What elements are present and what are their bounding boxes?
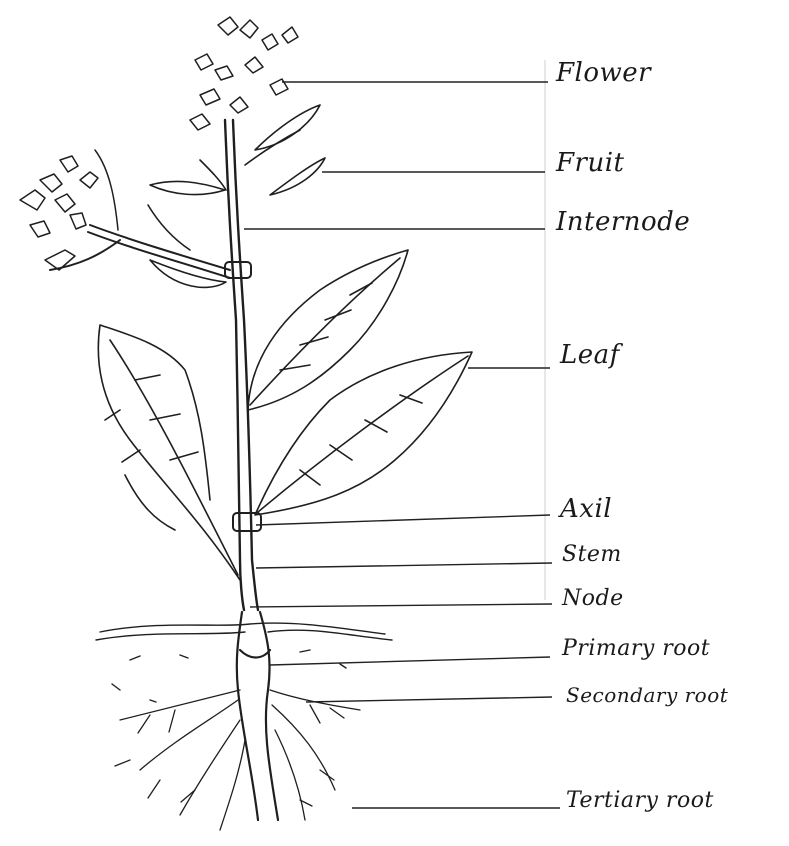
- node-band-lower: [233, 513, 261, 531]
- label-secondary-root: Secondary root: [566, 683, 728, 707]
- label-axil: Axil: [560, 494, 612, 524]
- main-stem: [225, 120, 258, 610]
- upper-side-branch: [50, 225, 230, 278]
- leader-axil: [256, 515, 550, 525]
- label-fruit: Fruit: [556, 148, 624, 178]
- label-leaf: Leaf: [560, 340, 620, 370]
- label-node: Node: [562, 586, 624, 611]
- label-stem: Stem: [562, 542, 622, 567]
- right-upper-leaf: [248, 250, 408, 410]
- leader-primary-root: [270, 657, 550, 665]
- leader-stem: [256, 563, 552, 568]
- lateral-roots: [115, 690, 360, 830]
- label-primary-root: Primary root: [562, 636, 710, 661]
- label-internode: Internode: [556, 207, 690, 237]
- top-flower-cluster: [190, 17, 298, 130]
- leader-secondary-root: [306, 697, 552, 702]
- primary-root: [237, 612, 278, 820]
- leader-node: [250, 604, 552, 607]
- leader-lines: [244, 82, 560, 808]
- right-lower-leaf: [255, 352, 472, 515]
- left-large-leaf: [98, 325, 240, 580]
- label-tertiary-root: Tertiary root: [566, 788, 714, 813]
- label-flower: Flower: [556, 58, 651, 88]
